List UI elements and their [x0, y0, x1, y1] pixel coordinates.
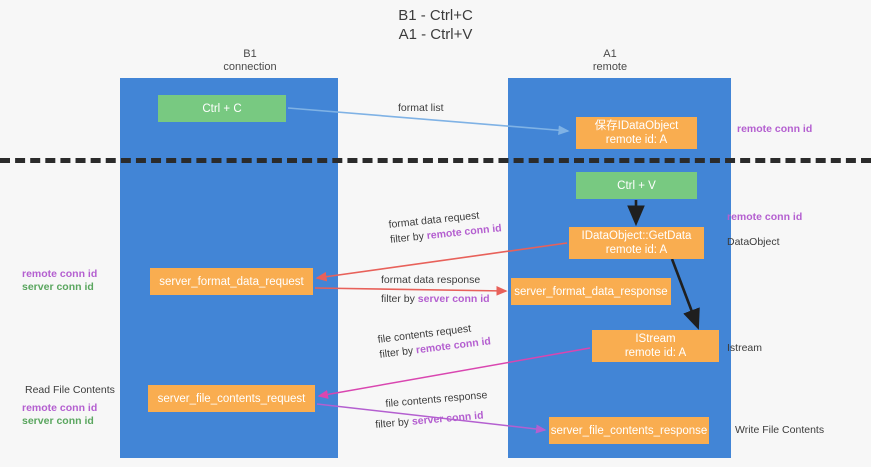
filter-key-server-conn-id: server conn id [417, 293, 490, 305]
node-server-file-contents-request[interactable]: server_file_contents_request [148, 385, 315, 412]
edge-label-file-contents-response-text: file contents response [385, 389, 488, 410]
annotation-remote-conn-id-mid: remote conn id [727, 211, 803, 223]
edge-label-format-data-response: format data response filter by server co… [381, 274, 490, 306]
node-idataobject-getdata[interactable]: IDataObject::GetData remote id: A [569, 227, 704, 259]
column-header-a1: A1 remote [592, 48, 628, 73]
edge-label-file-contents-response-filter: filter by server conn id [374, 409, 484, 431]
annotation-write-file-contents: Write File Contents [735, 424, 825, 436]
edge-label-format-data-response-text: format data response [381, 274, 481, 286]
phase-divider [0, 158, 871, 163]
diagram-title: B1 - Ctrl+C A1 - Ctrl+V [398, 7, 473, 43]
node-save-idataobject[interactable]: 保存IDataObject remote id: A [576, 117, 697, 149]
edge-label-file-contents-request: file contents request filter by remote c… [377, 320, 492, 361]
node-ctrl-c[interactable]: Ctrl + C [158, 95, 286, 122]
annotation-left-conn-ids-2: remote conn id server conn id [22, 402, 97, 428]
annotation-left-remote-conn-id-1: remote conn id [22, 268, 98, 280]
annotation-left-conn-ids-1: remote conn id server conn id [22, 268, 97, 294]
node-istream[interactable]: IStream remote id: A [592, 330, 719, 362]
annotation-left-server-conn-id-2: server conn id [22, 415, 94, 427]
annotation-left-server-conn-id-1: server conn id [22, 281, 94, 293]
annotation-remote-conn-id-top: remote conn id [737, 123, 813, 135]
column-header-b1: B1 connection [223, 48, 277, 73]
annotation-istream: Istream [727, 342, 763, 354]
node-server-format-data-response[interactable]: server_format_data_response [511, 278, 671, 305]
annotation-left-remote-conn-id-2: remote conn id [22, 402, 98, 414]
edge-label-format-data-response-filter: filter by server conn id [381, 293, 490, 305]
edge-label-format-list-text: format list [398, 102, 444, 114]
filter-key-server-conn-id-2: server conn id [411, 409, 484, 428]
edge-label-file-contents-response: file contents response filter by server … [375, 389, 490, 431]
edge-label-format-data-request: format data request filter by remote con… [388, 207, 502, 247]
edge-label-format-list: format list [398, 102, 444, 115]
node-ctrl-v[interactable]: Ctrl + V [576, 172, 697, 199]
annotation-dataobject: DataObject [727, 236, 780, 248]
node-server-format-data-request[interactable]: server_format_data_request [150, 268, 313, 295]
annotation-read-file-contents: Read File Contents [25, 384, 115, 396]
node-server-file-contents-response[interactable]: server_file_contents_response [549, 417, 709, 444]
